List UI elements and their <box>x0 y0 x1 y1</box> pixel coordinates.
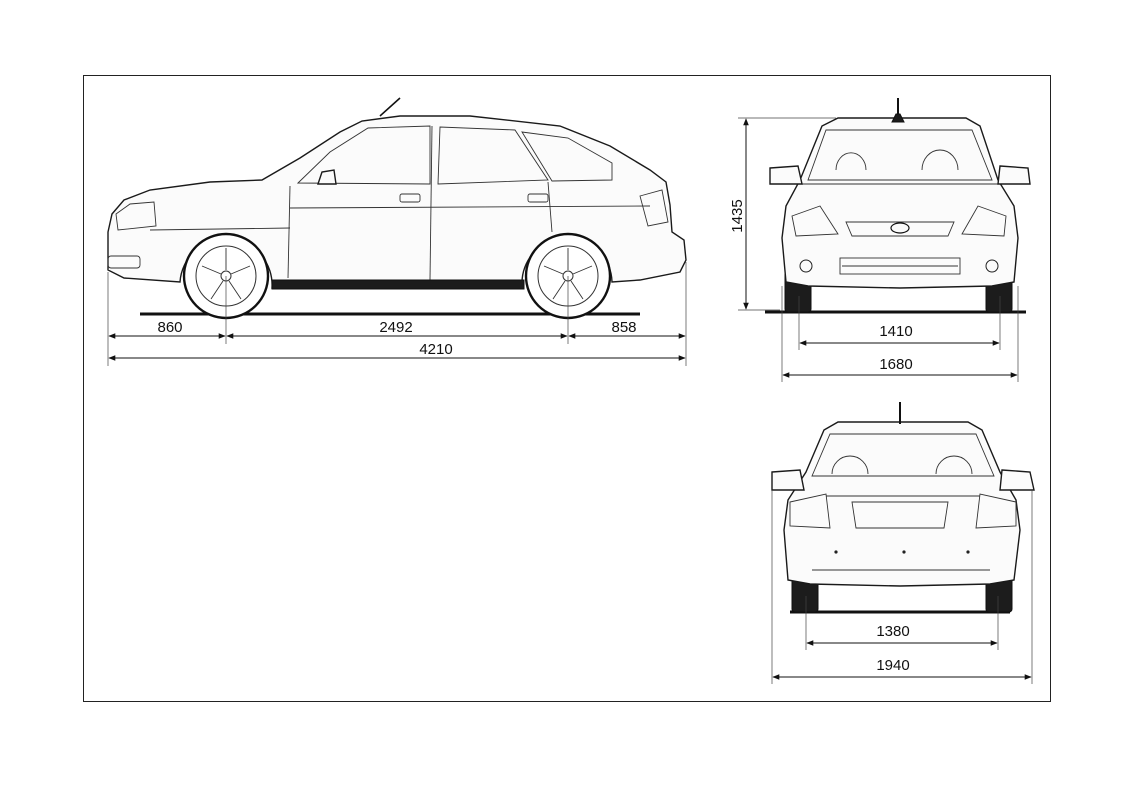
wheelbase-label: 2492 <box>379 319 412 336</box>
rear-body-outline <box>784 422 1020 586</box>
width-label: 1680 <box>879 356 912 373</box>
height-label: 1435 <box>729 199 746 232</box>
front-overhang-label: 860 <box>157 319 182 336</box>
side-view: 860 2492 858 4210 <box>108 98 686 366</box>
front-track-label: 1410 <box>879 323 912 340</box>
overall-length-label: 4210 <box>419 341 452 358</box>
front-view: 1435 1410 1680 <box>729 98 1030 382</box>
rear-view: 1380 1940 <box>772 402 1034 684</box>
rear-overhang-label: 858 <box>611 319 636 336</box>
rear-track-label: 1380 <box>876 623 909 640</box>
front-body-outline <box>782 118 1018 288</box>
width-with-mirrors-label: 1940 <box>876 657 909 674</box>
